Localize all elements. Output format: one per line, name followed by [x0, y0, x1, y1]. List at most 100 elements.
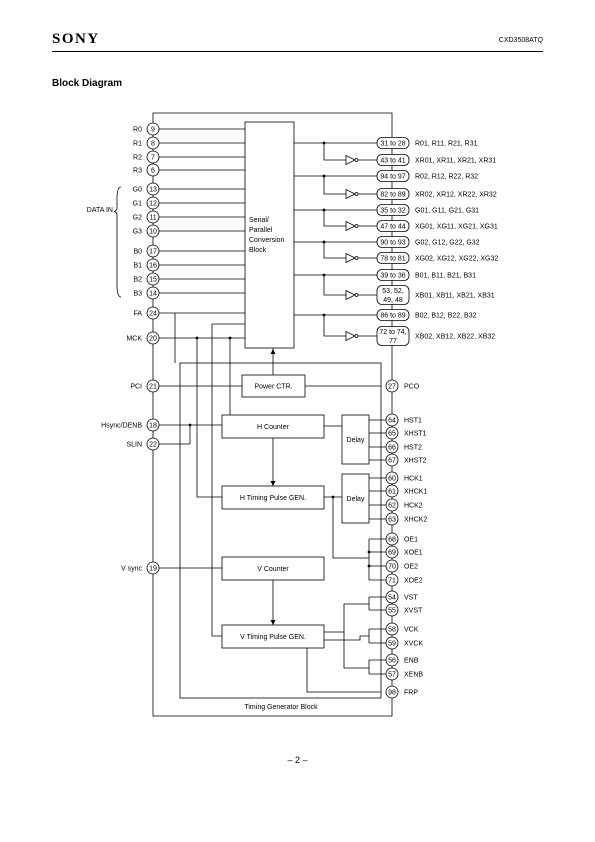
left-pin-label: R0 — [133, 127, 142, 134]
wire — [343, 632, 369, 669]
power-ctr-block-label: Power CTR. — [254, 384, 292, 391]
right-pin-label: XENB — [404, 672, 423, 679]
pin-slin-circle — [146, 437, 160, 451]
wire — [332, 497, 369, 559]
wire — [306, 648, 381, 693]
brand-logo: SONY — [52, 31, 100, 47]
h-timing-block — [221, 485, 325, 510]
pin-hsyncdenb-number: 18 — [149, 423, 157, 430]
wire — [323, 176, 346, 195]
v-counter-block — [221, 556, 325, 581]
output-pin-label: G02, G12, G22, G32 — [415, 240, 480, 247]
pin-xhst2-circle — [385, 453, 399, 467]
right-pin-label: XOE1 — [404, 550, 423, 557]
wire — [323, 242, 346, 259]
pin-vst-number: 54 — [388, 595, 396, 602]
pin-xoe2-circle — [385, 573, 399, 587]
pin-xhck2-number: 63 — [388, 517, 396, 524]
pin-xhck2-circle — [385, 512, 399, 526]
inverter-icon — [345, 330, 356, 342]
output-pin-box — [376, 326, 410, 346]
right-pin-label: XVCK — [404, 641, 423, 648]
right-pin-label: XHST1 — [404, 431, 427, 438]
pin-pco-circle — [385, 379, 399, 393]
output-pin-box — [376, 285, 410, 305]
inverter-bubble — [354, 256, 359, 260]
wire — [323, 210, 346, 227]
connection-lines — [152, 112, 393, 717]
pin-xenb-circle — [385, 667, 399, 681]
left-pin-label: SLIN — [126, 442, 142, 449]
pin-hst1-number: 64 — [388, 418, 396, 425]
pin-r1-circle — [146, 136, 160, 150]
output-pin-box — [376, 170, 410, 182]
pin-b2-number: 15 — [149, 277, 157, 284]
pin-b0-number: 17 — [149, 249, 157, 256]
timing-generator-label: Timing Generator Block — [244, 704, 318, 711]
right-pin-label: HCK2 — [404, 503, 423, 510]
v-timing-block-label: V Timing Pulse GEN. — [240, 634, 306, 641]
inverter-icon — [345, 289, 356, 301]
output-pin-number: 39 to 36 — [380, 273, 405, 280]
pin-r2-circle — [146, 150, 160, 164]
left-pin-label: G1 — [133, 201, 142, 208]
pin-oe1-number: 68 — [388, 537, 396, 544]
pin-fa-number: 24 — [149, 311, 157, 318]
pin-vck-circle — [385, 622, 399, 636]
pin-pci-circle — [146, 379, 160, 393]
output-pin-label: B02, B12, B22, B32 — [415, 313, 477, 320]
v-counter-block-label: V Counter — [257, 566, 289, 573]
pin-vsync-number: 19 — [149, 566, 157, 573]
output-pin-number: 43 to 41 — [380, 158, 405, 165]
junction-dot — [188, 423, 192, 427]
arrow-head — [270, 349, 276, 354]
output-pin-number: 86 to 89 — [380, 313, 405, 320]
pin-xoe2-number: 71 — [388, 578, 396, 585]
junction-dot — [322, 174, 326, 178]
output-pin-box — [376, 204, 410, 216]
right-pin-label: XHST2 — [404, 458, 427, 465]
delay-block-1-label: Delay — [347, 437, 365, 444]
output-pin-number: 77 — [389, 338, 397, 345]
v-timing-block — [221, 624, 325, 649]
pin-hck1-number: 60 — [388, 476, 396, 483]
wire — [324, 603, 369, 633]
output-pin-number: 78 to 81 — [380, 256, 405, 263]
pin-g0-circle — [146, 182, 160, 196]
output-pin-label: XR02, XR12, XR22, XR32 — [415, 192, 497, 199]
output-pin-box — [376, 137, 410, 149]
pin-xhst1-number: 65 — [388, 431, 396, 438]
inverter-icon — [345, 252, 356, 264]
output-pin-number: 53, 52, — [382, 288, 403, 295]
pin-xhst2-number: 67 — [388, 458, 396, 465]
right-pin-label: PCO — [404, 384, 420, 391]
pin-xvst-circle — [385, 603, 399, 617]
left-pin-label: R1 — [133, 141, 142, 148]
pin-r3-number: 6 — [151, 168, 155, 175]
left-pins: R0R1R2R3G0G1G2G3B0B1B2B3FAMCKPCIHsync/DE… — [87, 122, 160, 575]
wire — [211, 324, 222, 637]
inverter-bubble — [354, 334, 359, 338]
output-pin-label: R02, R12, R22, R32 — [415, 174, 478, 181]
junction-dot — [322, 273, 326, 277]
delay-block-1 — [341, 414, 370, 465]
pin-xhck1-number: 61 — [388, 489, 396, 496]
arrow-head — [270, 481, 276, 486]
data-in-brace — [113, 186, 122, 298]
serial-parallel-block-label: Conversion — [249, 237, 285, 244]
left-pin-label: G0 — [133, 187, 142, 194]
function-blocks: Timing Generator BlockSerial/ParallelCon… — [221, 121, 370, 711]
right-pin-label: XOE2 — [404, 578, 423, 585]
pin-mck-number: 20 — [149, 336, 157, 343]
output-pin-box — [376, 269, 410, 281]
right-pin-label: HST1 — [404, 418, 422, 425]
left-pin-label: B2 — [133, 277, 142, 284]
right-pin-label: VST — [404, 595, 418, 602]
pin-xoe1-circle — [385, 545, 399, 559]
output-pin-number: 90 to 93 — [380, 240, 405, 247]
inverter-bubble — [354, 293, 359, 297]
wire — [196, 338, 222, 498]
pin-g1-number: 12 — [149, 201, 157, 208]
